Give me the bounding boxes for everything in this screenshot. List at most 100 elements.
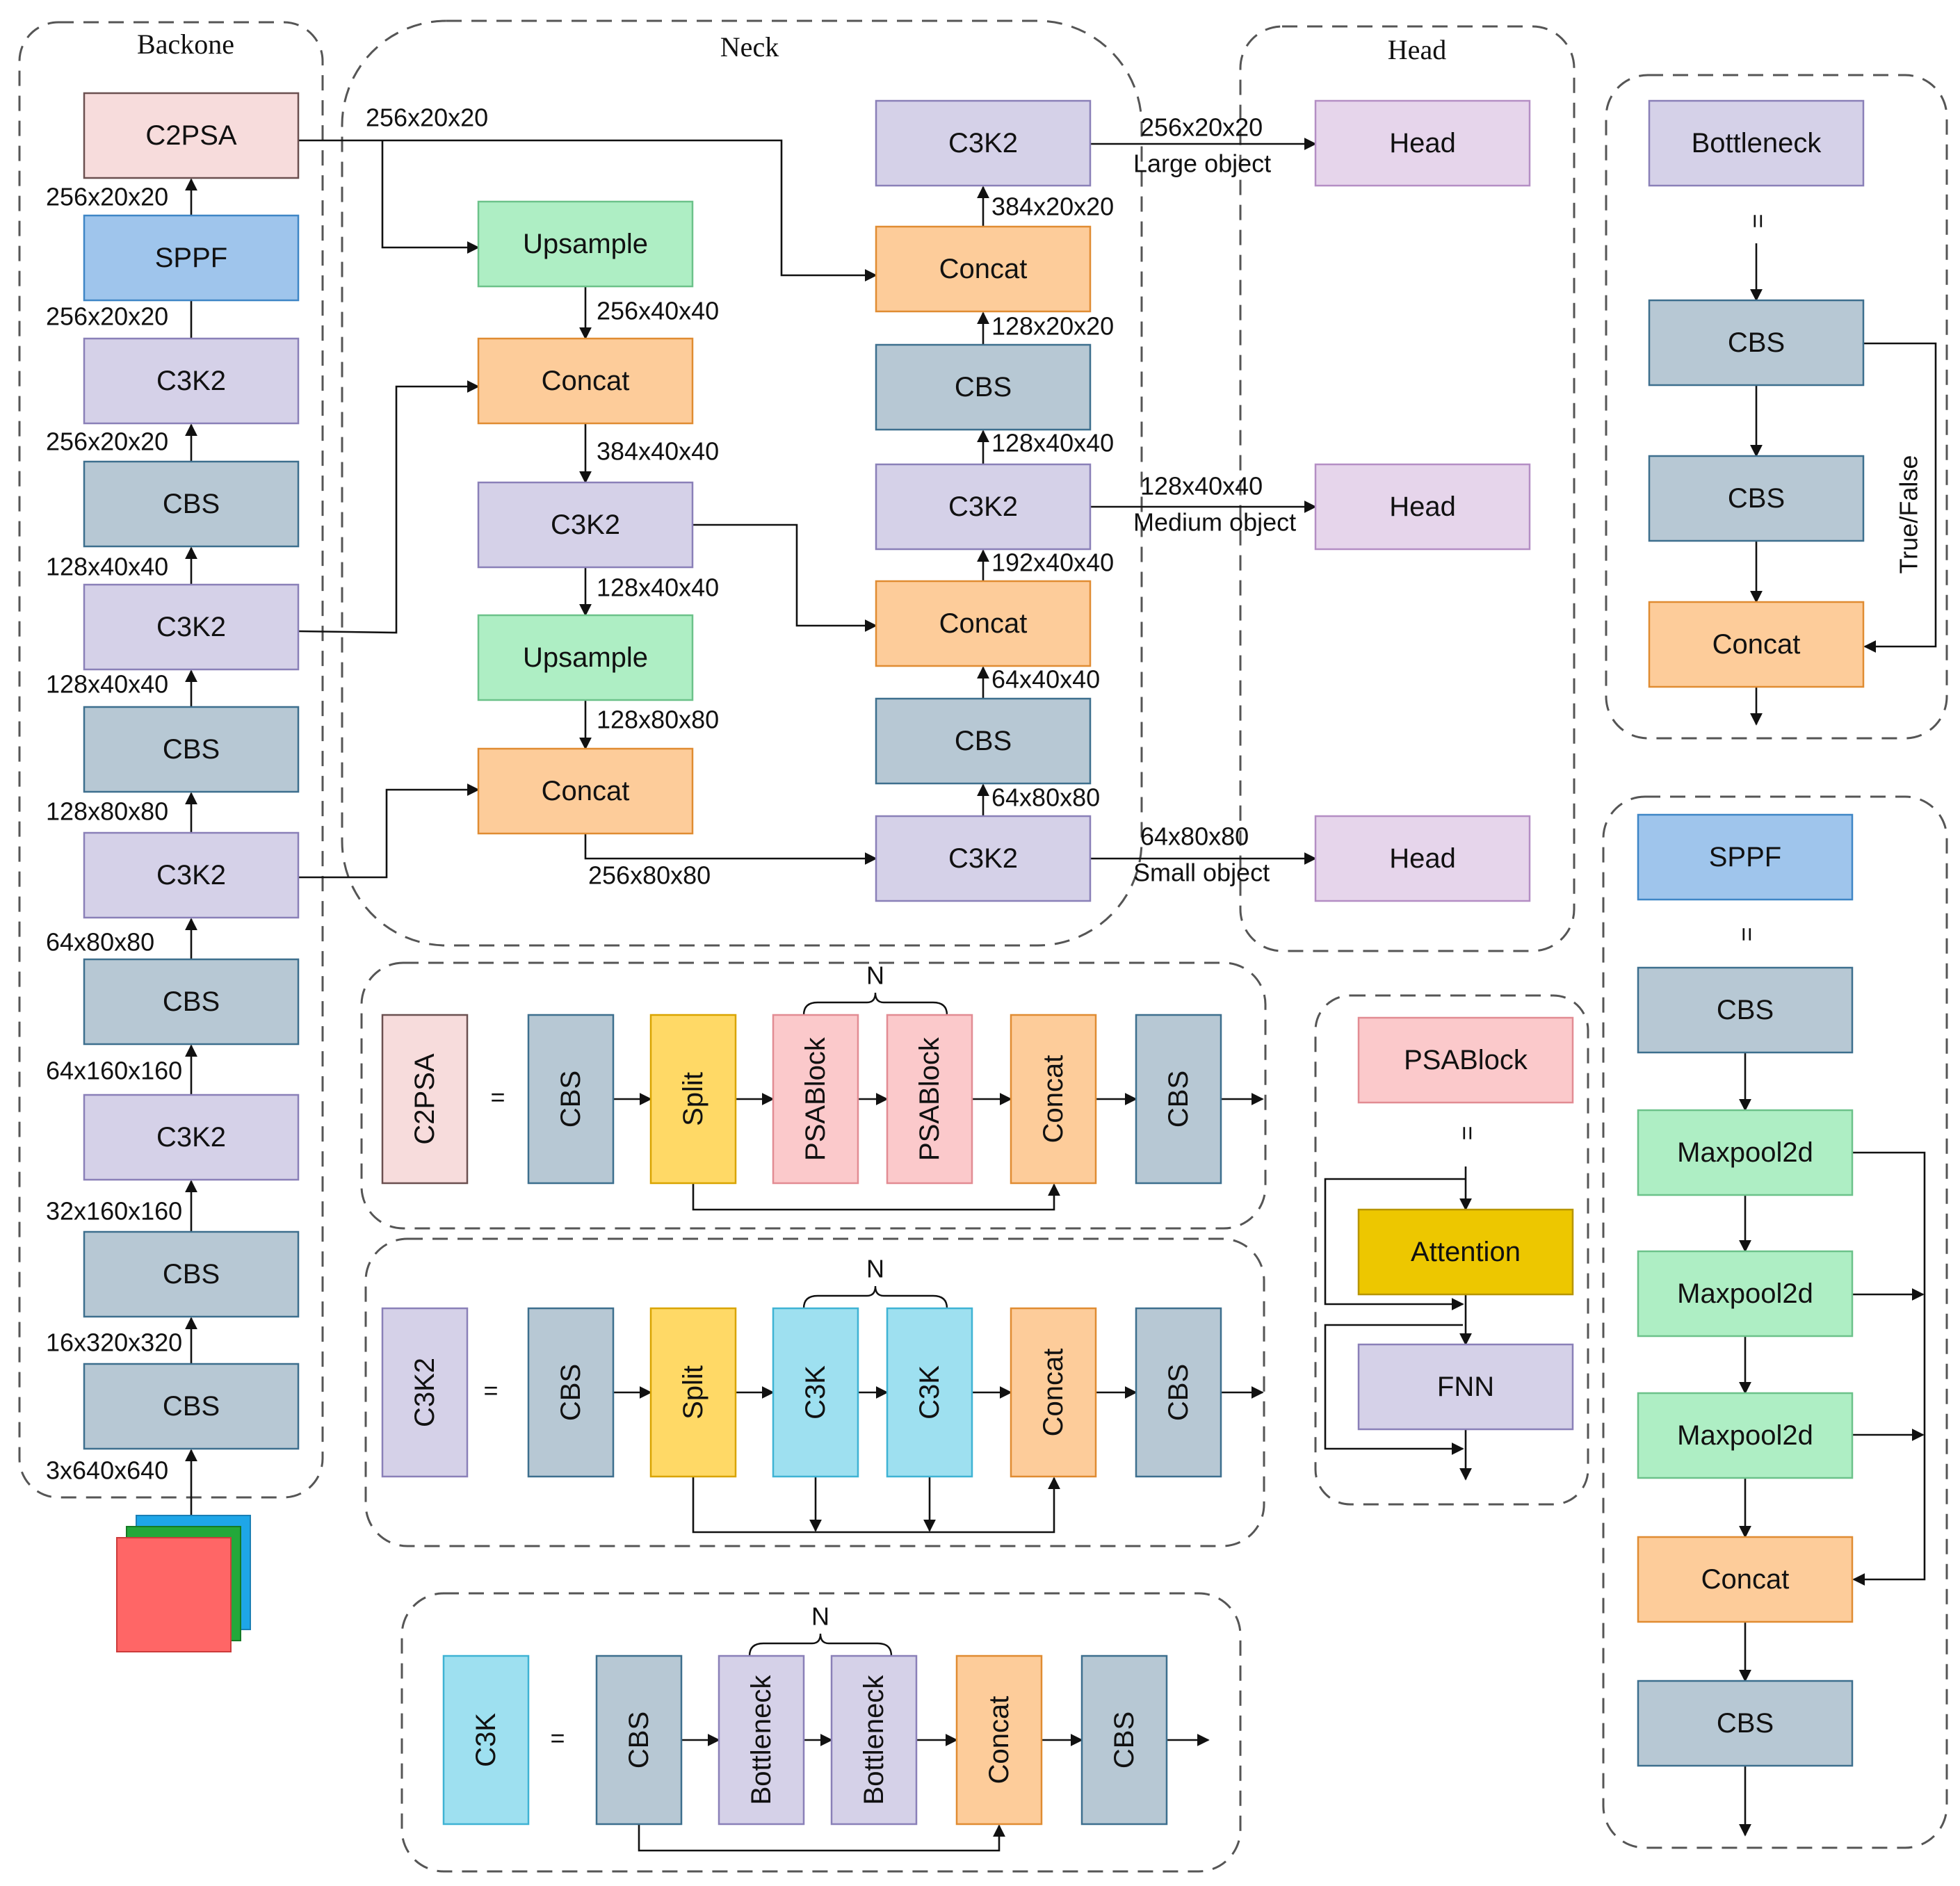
backbone-cbs-block-10: CBS [83, 1230, 300, 1318]
detection-head-3-shape [1314, 815, 1531, 902]
sppf-maxpool2d-block-3: Maxpool2d [1637, 1250, 1854, 1338]
backbone-dim-label-11: 3x640x640 [46, 1456, 168, 1485]
backbone-sppf-block-2-shape [83, 214, 300, 302]
bottleneck-title-block-label: Bottleneck [1692, 128, 1822, 158]
sppf-title-block-shape [1637, 813, 1854, 901]
head-section-title: Head [1388, 34, 1446, 65]
neck-left-dim-label-2: 384x40x40 [597, 437, 719, 466]
c3k2-module-title-block: C3K2 [381, 1307, 469, 1478]
backbone-cbs-block-11-shape [83, 1363, 300, 1450]
c2psa-to-upsample-edge [381, 140, 480, 254]
neck-cbs-block-13-label: CBS [955, 726, 1012, 756]
sppf-cbs-block-1-shape [1637, 966, 1854, 1054]
sppf-maxpool2d-block-4: Maxpool2d [1637, 1392, 1854, 1479]
backbone-cbs-block-4-label: CBS [163, 489, 220, 519]
neck-concat-block-5-label: Concat [542, 776, 630, 806]
backbone-sppf-block-2-label: SPPF [155, 243, 227, 273]
psablock-module-frame [1314, 994, 1589, 1506]
bottleneck-shortcut-edge [1863, 342, 1937, 653]
c3k-module-concat-block-4: Concat [955, 1655, 1043, 1826]
bottleneck-concat-block-3-shape [1648, 601, 1865, 688]
detection-head-2-label: Head [1389, 491, 1456, 522]
head-object-label-1: Large object [1133, 149, 1271, 178]
psablock-fnn-block-label: FNN [1437, 1372, 1494, 1402]
c3k2-module-cbs-block-1-label: CBS [556, 1364, 586, 1421]
neck-concat-block-9: Concat [875, 225, 1092, 313]
bottleneck-cbs-block-1-label: CBS [1728, 327, 1785, 358]
backbone-c3k2-block-7-shape [83, 831, 300, 919]
psablock-fnn-block: FNN [1357, 1343, 1574, 1431]
c2psa-module-title-block-label: C2PSA [410, 1053, 440, 1144]
c3k2-module-c3k-block-4-label: C3K [914, 1365, 945, 1420]
sppf-maxpool2d-block-2-shape [1637, 1109, 1854, 1196]
neck-upsample-block-1-label: Upsample [523, 229, 648, 259]
head-object-label-2: Medium object [1133, 508, 1296, 537]
sppf-maxpool2d-block-4-shape [1637, 1392, 1854, 1479]
c2psa-module-cbs-block-6-label: CBS [1163, 1071, 1194, 1128]
neck-concat-block-12-shape [875, 580, 1092, 667]
c3k2-module-concat-block-5-shape [1010, 1307, 1097, 1478]
c3k2-module-concat-block-5-label: Concat [1038, 1349, 1069, 1437]
neck-cbs-block-13-shape [875, 697, 1092, 785]
sppf-cbs-block-6-label: CBS [1717, 1708, 1774, 1739]
c3k-module-cbs-block-5-label: CBS [1109, 1712, 1140, 1769]
neck-c3k2-block-8-label: C3K2 [948, 128, 1018, 158]
backbone-cbs-block-11-label: CBS [163, 1391, 220, 1422]
c2psa-module-cbs-block-6-shape [1135, 1014, 1222, 1185]
psablock-title-block: PSABlock [1357, 1016, 1574, 1104]
psablock-title-block-label: PSABlock [1404, 1045, 1528, 1075]
neck-c3k2-block-14-label: C3K2 [948, 843, 1018, 874]
neck-left-dim-label-5: 256x80x80 [588, 861, 711, 890]
neck-cbs-block-10: CBS [875, 343, 1092, 431]
c3k-module-cbs-block-5: CBS [1080, 1655, 1168, 1826]
c3k-module-title-block-label: C3K [471, 1713, 501, 1767]
backbone-dim-label-5: 128x40x40 [46, 670, 168, 699]
neck-left-dim-label-1: 256x40x40 [597, 297, 719, 325]
psablock-attention-block-shape [1357, 1208, 1574, 1296]
bottleneck-cbs-block-2-shape [1648, 455, 1865, 542]
neck-concat-block-2-label: Concat [542, 366, 630, 396]
sppf-maxpool2d-block-3-shape [1637, 1250, 1854, 1338]
detection-head-2-shape [1314, 463, 1531, 551]
c2psa-module-psablock-block-3-shape [772, 1014, 859, 1185]
c2psa-module-split-block-2-shape [649, 1014, 737, 1185]
c3k2-module-c3k-block-3-shape [772, 1307, 859, 1478]
c3k2-module-brace [802, 1285, 948, 1309]
c3k2-module-concat-block-5: Concat [1010, 1307, 1097, 1478]
neck-upsample-block-1-shape [477, 200, 694, 288]
c3k2-module-frame [364, 1237, 1265, 1547]
c3k2-module-cbs-block-6-label: CBS [1163, 1364, 1194, 1421]
c3k2-module-title-block-label: C3K2 [410, 1358, 440, 1427]
c3k-module-cbs-block-1: CBS [595, 1655, 683, 1826]
bottleneck-equals-sign: = [1744, 213, 1772, 228]
backbone-cbs-block-8: CBS [83, 958, 300, 1046]
backbone-c3k2-block-3-label: C3K2 [156, 366, 226, 396]
sppf-concat-block-5-shape [1637, 1536, 1854, 1623]
c3k-module-cbs-block-1-label: CBS [624, 1712, 654, 1769]
c2psa-module-psablock-block-4-label: PSABlock [914, 1037, 945, 1161]
sppf-concat-block-5-label: Concat [1701, 1564, 1790, 1595]
c2psa-module-psablock-block-4-shape [886, 1014, 973, 1185]
sppf-maxpool2d-block-4-label: Maxpool2d [1677, 1420, 1813, 1451]
neck-right-dim-label-3: 128x40x40 [991, 429, 1114, 457]
neck-c3k2-block-8-shape [875, 99, 1092, 187]
c2psa-module-cbs-block-1: CBS [527, 1014, 615, 1185]
neck-c3k2-block-11-shape [875, 463, 1092, 551]
bottleneck-concat-block-3: Concat [1648, 601, 1865, 688]
backbone-c3k2-block-5: C3K2 [83, 583, 300, 671]
bottleneck-cbs-block-1-shape [1648, 299, 1865, 387]
detection-head-1: Head [1314, 99, 1531, 187]
c3k2-module-c3k-block-4-shape [886, 1307, 973, 1478]
neck-c3k2-block-14: C3K2 [875, 815, 1092, 902]
neck-c3k2-block-3-shape [477, 481, 694, 569]
detection-head-3-label: Head [1389, 843, 1456, 874]
backbone-cbs-block-4-shape [83, 460, 300, 548]
backbone-section-title: Backone [137, 29, 234, 60]
c2psa-module-split-block-2: Split [649, 1014, 737, 1185]
bottleneck-title-block: Bottleneck [1648, 99, 1865, 187]
backbone-dim-label-7: 64x80x80 [46, 928, 154, 957]
c3k-module-n-label: N [811, 1602, 829, 1631]
backbone-c3k2-block-3-shape [83, 337, 300, 425]
c3k2-module-cbs-block-6-shape [1135, 1307, 1222, 1478]
